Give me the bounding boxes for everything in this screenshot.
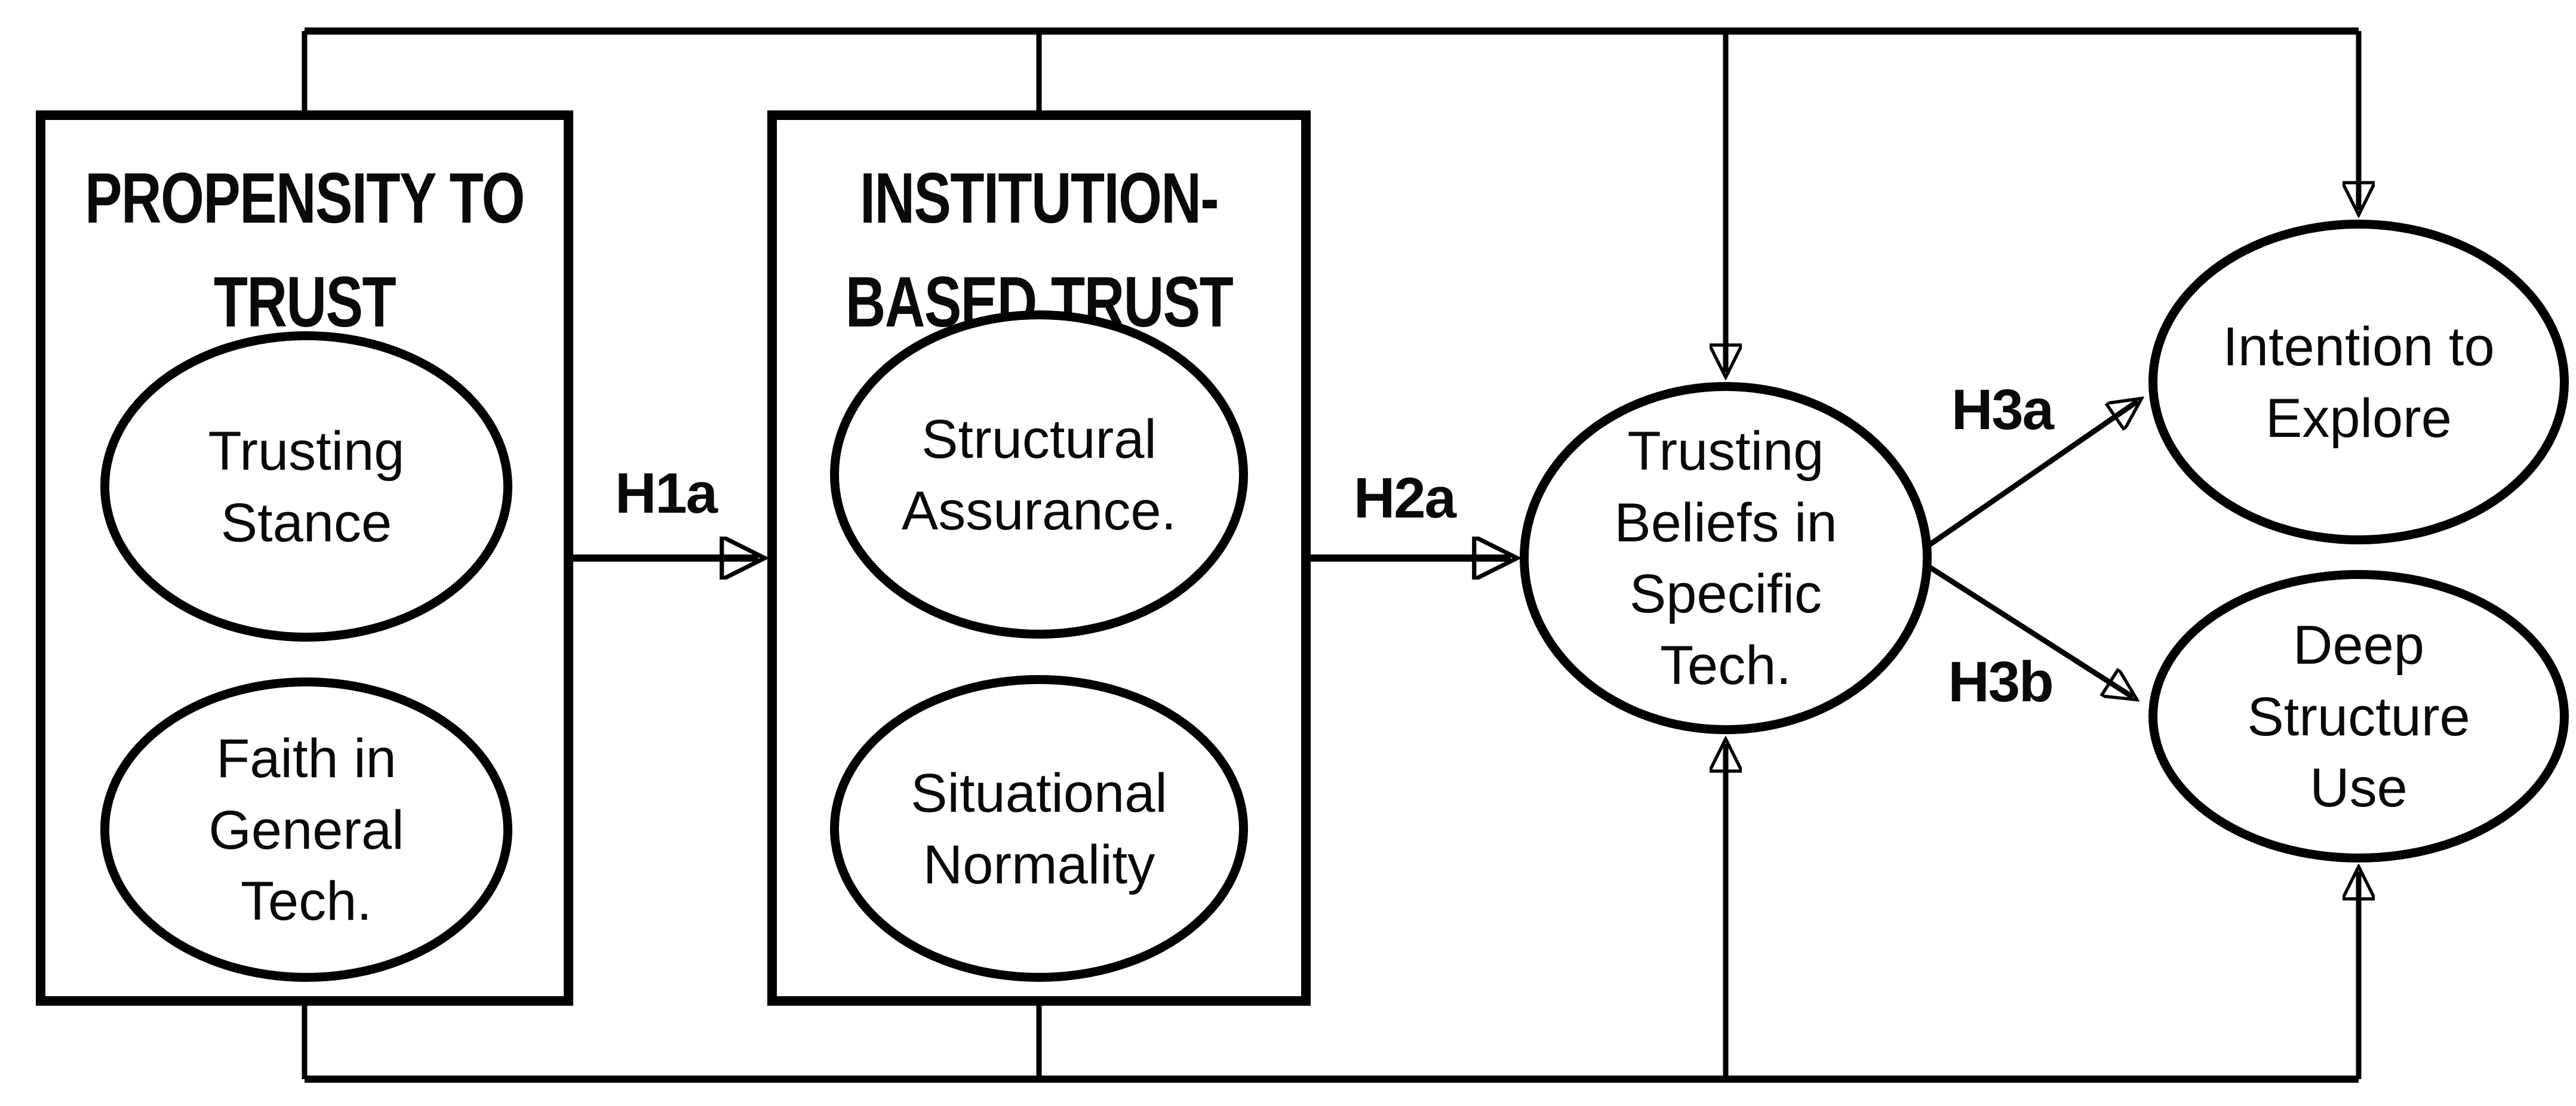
trusting-beliefs-label: Trusting Beliefs in Specific Tech.: [1614, 421, 1837, 696]
intention-to-explore-label: Intention to Explore: [2223, 316, 2495, 449]
h2a-label: H2a: [1353, 466, 1456, 530]
arrow-h3a: [1926, 401, 2138, 549]
h3b-label: H3b: [1948, 650, 2054, 714]
deep-structure-use-label: Deep Structure Use: [2247, 615, 2470, 819]
structural-assurance-label: Structural Assurance.: [901, 409, 1177, 541]
structural-assurance-ellipse: [830, 310, 1248, 639]
h3a-label: H3a: [1951, 378, 2054, 442]
situational-normality-label: Situational Normality: [911, 763, 1167, 895]
arrow-h3b: [1926, 563, 2133, 697]
trusting-stance-label: Trusting Stance: [208, 421, 405, 553]
faith-in-general-tech-label: Faith in General Tech.: [208, 728, 404, 932]
h1a-label: H1a: [614, 461, 718, 525]
propensity-to-trust-title: PROPENSITY TO TRUST: [85, 158, 525, 342]
